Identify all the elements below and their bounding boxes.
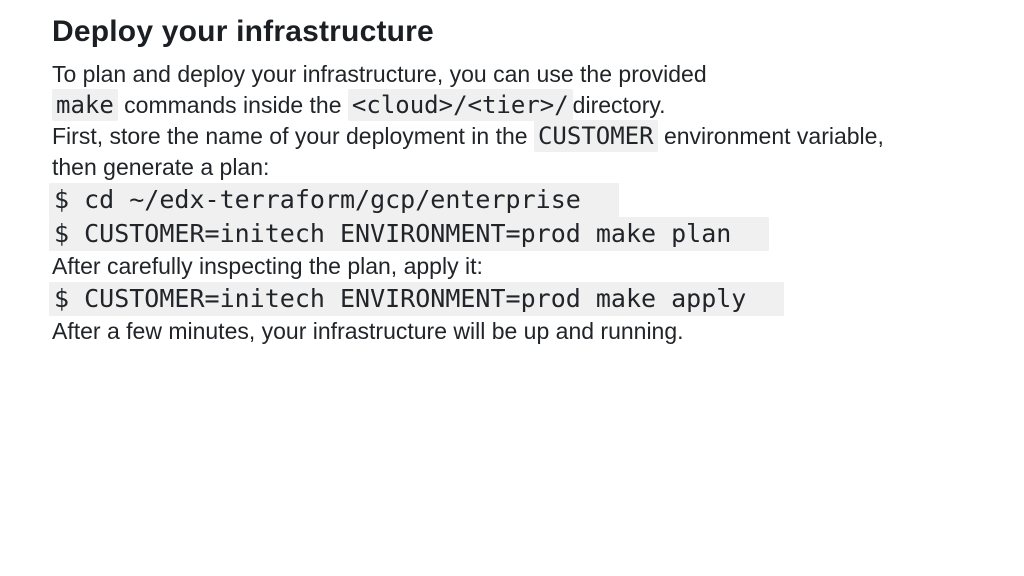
intro-paragraph: To plan and deploy your infrastructure, … [52, 59, 972, 121]
inline-code-customer: CUSTOMER [533, 120, 658, 152]
store-name-line-1: First, store the name of your deployment… [52, 120, 972, 152]
page-title: Deploy your infrastructure [52, 15, 434, 48]
intro-line-2: make commands inside the <cloud>/<tier>/… [52, 89, 972, 121]
intro-line-2-text: commands inside the [117, 92, 348, 118]
store-name-line-2: then generate a plan: [52, 154, 270, 180]
store-name-paragraph: First, store the name of your deployment… [52, 120, 972, 183]
code-block-cd-command: $ cd ~/edx-terraform/gcp/enterprise [49, 183, 619, 217]
intro-line-2-tail: directory. [572, 92, 666, 118]
store-name-line-1-tail: environment variable, [657, 123, 884, 149]
apply-note-paragraph: After carefully inspecting the plan, app… [52, 253, 483, 279]
inline-code-make: make [52, 89, 118, 121]
store-name-line-1-text: First, store the name of your deployment… [52, 123, 534, 149]
code-block-make-apply-command: $ CUSTOMER=initech ENVIRONMENT=prod make… [49, 282, 785, 316]
inline-code-directory-template: <cloud>/<tier>/ [347, 89, 573, 121]
intro-line-1: To plan and deploy your infrastructure, … [52, 61, 707, 87]
code-block-make-plan-command: $ CUSTOMER=initech ENVIRONMENT=prod make… [49, 217, 770, 251]
closing-note-paragraph: After a few minutes, your infrastructure… [52, 318, 684, 344]
